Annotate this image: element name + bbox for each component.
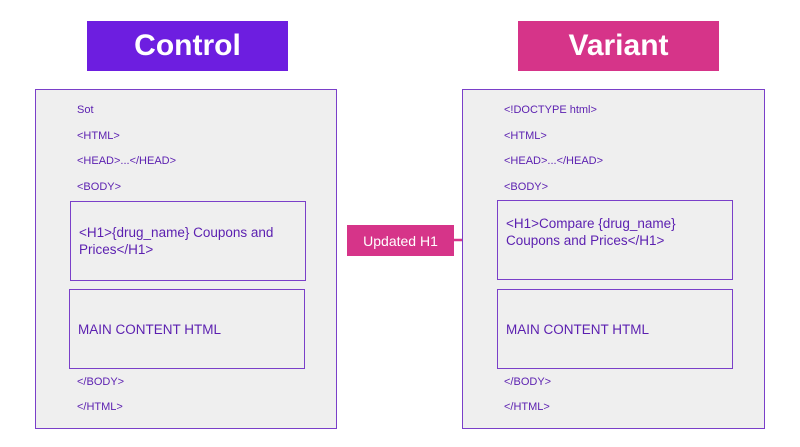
- variant-panel: <!DOCTYPE html> <HTML> <HEAD>...</HEAD> …: [462, 89, 765, 429]
- updated-h1-text: Updated H1: [363, 232, 438, 249]
- control-panel: Sot <HTML> <HEAD>...</HEAD> <BODY> <H1>{…: [35, 89, 337, 429]
- variant-line-1: <!DOCTYPE html>: [504, 104, 597, 116]
- control-title-text: Control: [134, 29, 241, 62]
- variant-h1-line1: <H1>Compare {drug_name}: [506, 216, 676, 231]
- variant-line-3: <HEAD>...</HEAD>: [504, 155, 604, 167]
- variant-line-4: <BODY>: [504, 181, 549, 193]
- control-line-4: <BODY>: [77, 181, 122, 193]
- variant-main-content: MAIN CONTENT HTML: [506, 322, 650, 337]
- variant-main-content-box: MAIN CONTENT HTML: [497, 289, 733, 369]
- control-h1-line1: <H1>{drug_name} Coupons and: [79, 225, 274, 240]
- control-line-2: <HTML>: [77, 130, 120, 142]
- control-line-5: </BODY>: [77, 376, 125, 388]
- control-h1-line2: Prices</H1>: [79, 242, 154, 257]
- variant-line-6: </HTML>: [504, 401, 550, 413]
- control-main-content: MAIN CONTENT HTML: [78, 322, 222, 337]
- variant-title-text: Variant: [568, 29, 669, 62]
- control-line-3: <HEAD>...</HEAD>: [77, 155, 177, 167]
- control-main-content-box: MAIN CONTENT HTML: [69, 289, 305, 369]
- control-line-6: </HTML>: [77, 401, 123, 413]
- control-title: Control: [87, 21, 288, 71]
- updated-h1-label: Updated H1: [347, 225, 454, 256]
- variant-line-5: </BODY>: [504, 376, 552, 388]
- variant-line-2: <HTML>: [504, 130, 547, 142]
- variant-title: Variant: [518, 21, 719, 71]
- control-h1-box: <H1>{drug_name} Coupons and Prices</H1>: [70, 201, 306, 281]
- control-line-1: Sot: [77, 104, 94, 116]
- variant-h1-line2: Coupons and Prices</H1>: [506, 233, 665, 248]
- variant-h1-box: <H1>Compare {drug_name} Coupons and Pric…: [497, 200, 733, 280]
